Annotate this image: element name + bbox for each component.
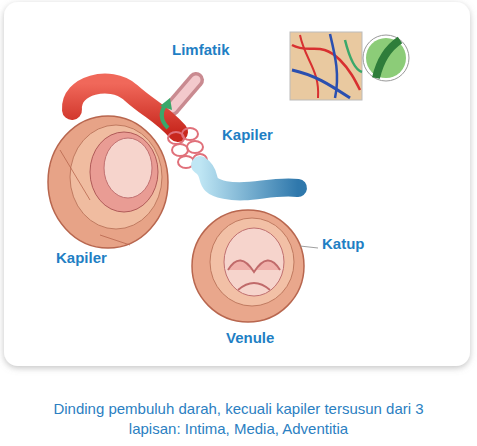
part-label: Katup — [322, 236, 365, 253]
part-label: Limfatik — [172, 42, 230, 59]
venule-tube — [200, 165, 298, 191]
inset-image — [290, 32, 409, 100]
artery-section — [48, 116, 168, 248]
lymph-vessel — [172, 80, 196, 108]
part-label: Venule — [226, 330, 274, 347]
part-label: Kapiler — [56, 250, 107, 267]
caption: Dinding pembuluh darah, kecuali kapiler … — [28, 399, 449, 438]
vein-section — [192, 210, 318, 322]
panel — [4, 2, 470, 366]
part-label: Kapiler — [222, 127, 273, 144]
